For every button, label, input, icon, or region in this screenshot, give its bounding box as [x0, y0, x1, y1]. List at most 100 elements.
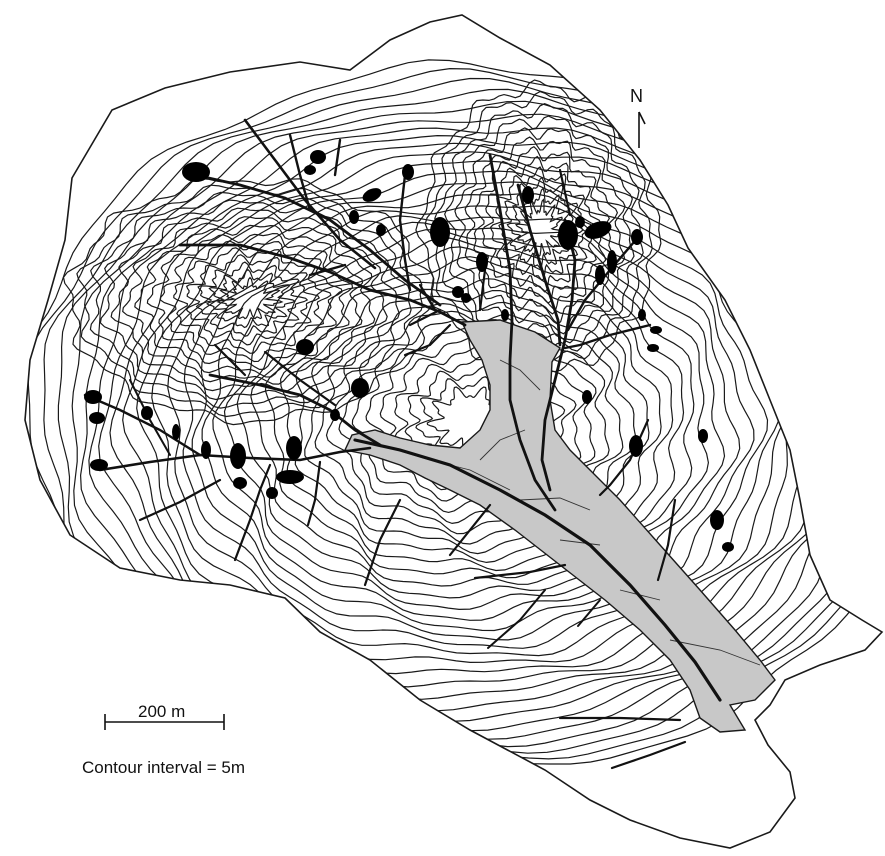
tributary — [243, 118, 377, 270]
contour-line — [110, 207, 388, 392]
tributary — [308, 263, 347, 277]
tributary — [263, 350, 337, 407]
contour-line — [216, 276, 284, 320]
scale-label: 200 m — [138, 702, 186, 721]
marker — [476, 252, 488, 272]
contour-line — [514, 198, 566, 258]
tributary — [516, 183, 562, 347]
contour-line — [195, 261, 309, 337]
north-arrow-icon — [638, 111, 646, 148]
contour-interval-note: Contour interval = 5m — [82, 758, 245, 777]
marker — [286, 436, 302, 460]
tributary — [208, 373, 382, 447]
marker — [141, 406, 153, 420]
tributary — [129, 379, 171, 456]
marker — [233, 477, 247, 489]
tributary — [398, 173, 412, 292]
marker — [631, 229, 643, 245]
marker — [362, 188, 382, 202]
tributary — [577, 599, 601, 627]
contour-line — [134, 224, 364, 378]
marker — [304, 165, 316, 175]
marker — [430, 217, 450, 247]
contour-line — [146, 232, 354, 371]
landslide-markers — [84, 150, 734, 552]
contour-line — [191, 205, 755, 641]
marker — [89, 412, 105, 424]
tributary — [566, 233, 642, 332]
basin-outline — [24, 14, 884, 849]
marker — [266, 487, 278, 499]
marker — [638, 309, 646, 321]
tributary — [306, 460, 322, 527]
marker — [522, 186, 534, 204]
marker — [201, 441, 211, 459]
marker — [296, 339, 314, 355]
marker — [310, 150, 326, 164]
scale-bar-icon — [104, 714, 225, 730]
tributary — [563, 323, 652, 350]
tributary — [98, 446, 372, 472]
marker — [607, 250, 617, 274]
tributary — [540, 218, 577, 492]
marker — [722, 542, 734, 552]
marker — [558, 220, 578, 250]
stream-network — [83, 118, 722, 770]
contour-line — [481, 155, 602, 304]
contour-line — [506, 187, 575, 270]
contour-line — [151, 170, 792, 664]
marker — [182, 162, 210, 182]
marker — [710, 510, 724, 530]
tributary — [333, 138, 342, 177]
contour-line — [167, 181, 781, 657]
tributary — [478, 268, 487, 312]
marker — [230, 443, 246, 469]
marker — [276, 470, 304, 484]
tributary — [473, 563, 567, 580]
contour-line — [109, 142, 820, 700]
tributary — [408, 308, 442, 327]
tributary — [418, 283, 437, 312]
tributary — [233, 463, 272, 562]
contour-line — [464, 136, 619, 325]
contour-line — [62, 177, 435, 426]
tributary — [487, 589, 546, 649]
tributary — [403, 323, 452, 357]
marker — [90, 459, 108, 471]
marker — [172, 424, 180, 440]
marker — [330, 409, 340, 421]
contour-line — [205, 268, 297, 329]
contour-line — [454, 127, 626, 336]
contour-line — [122, 151, 811, 688]
tributary — [558, 168, 572, 217]
marker — [351, 378, 369, 398]
main-channel — [353, 438, 722, 702]
tributary — [193, 173, 442, 307]
marker — [461, 293, 471, 303]
marker — [698, 429, 708, 443]
contour-line — [444, 115, 635, 348]
marker — [584, 221, 612, 239]
marker — [452, 286, 464, 298]
marker — [349, 210, 359, 224]
marker — [402, 164, 414, 180]
contour-line — [173, 247, 332, 354]
marker — [376, 224, 386, 236]
tributary — [288, 133, 312, 212]
marker — [647, 344, 659, 352]
contour-line — [159, 240, 343, 363]
tributary — [363, 498, 402, 587]
tributary — [213, 343, 247, 377]
contour-line — [76, 184, 424, 418]
marker — [84, 390, 102, 404]
contour-line — [185, 254, 321, 346]
north-label: N — [630, 86, 643, 106]
contour-line — [424, 90, 653, 371]
contour-line — [489, 166, 593, 293]
contour-line — [89, 191, 412, 409]
tributary — [610, 740, 687, 770]
marker — [595, 265, 605, 285]
marker — [582, 390, 592, 404]
tributary — [558, 716, 682, 722]
